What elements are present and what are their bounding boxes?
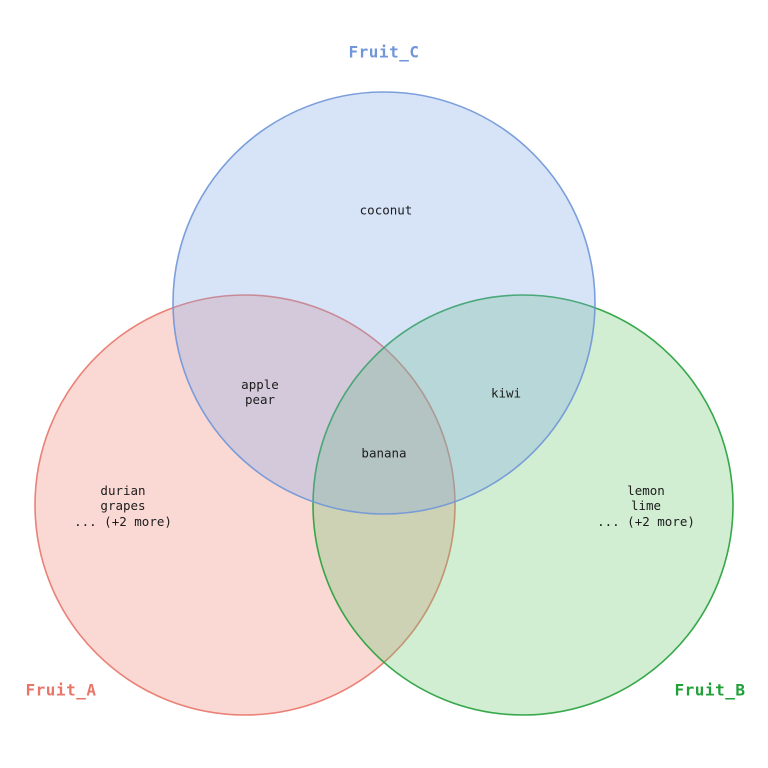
region-a-b-c-label: banana bbox=[361, 445, 407, 461]
set-c-label: Fruit_C bbox=[348, 42, 420, 62]
region-a-only-label: durian grapes ... (+2 more) bbox=[74, 483, 172, 529]
region-a-c-label: apple pear bbox=[241, 376, 279, 407]
set-b-label: Fruit_B bbox=[674, 680, 746, 700]
set-b-circle bbox=[312, 294, 734, 716]
set-c-circle bbox=[172, 91, 596, 515]
region-c-only-label: coconut bbox=[359, 202, 413, 218]
region-b-c-label: kiwi bbox=[490, 385, 522, 401]
set-a-label: Fruit_A bbox=[25, 680, 97, 700]
set-a-circle bbox=[34, 294, 456, 716]
region-b-only-label: lemon lime ... (+2 more) bbox=[597, 483, 695, 529]
